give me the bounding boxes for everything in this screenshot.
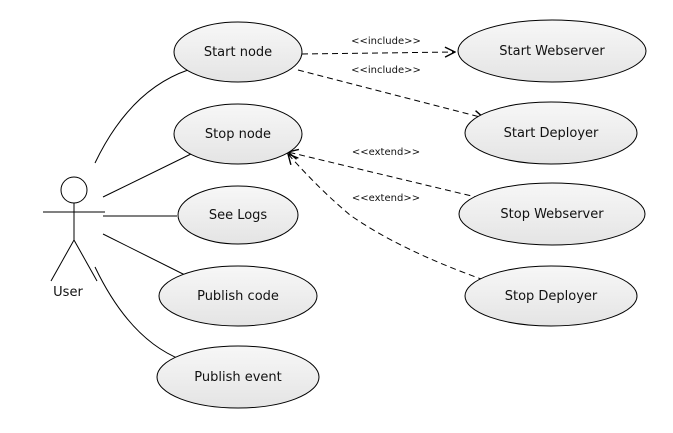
use-case-stop-deployer[interactable]: Stop Deployer <box>464 265 638 327</box>
use-case-label: See Logs <box>209 208 268 223</box>
actor-left-leg <box>50 239 75 282</box>
actor-head <box>60 176 88 204</box>
use-case-label: Start Webserver <box>499 44 605 59</box>
include-arrow-start-deployer <box>297 69 484 118</box>
include-label-2: <<include>> <box>351 65 421 76</box>
extend-arrow-stop-webserver <box>288 152 481 199</box>
use-case-label: Publish code <box>197 289 279 304</box>
association-stop-node <box>102 152 194 198</box>
use-case-stop-node[interactable]: Stop node <box>173 103 303 165</box>
actor-user[interactable]: User <box>43 176 105 300</box>
association-publish-code <box>102 233 188 277</box>
use-case-see-logs[interactable]: See Logs <box>177 185 299 245</box>
association-publish-event <box>94 266 183 361</box>
extend-arrow-stop-deployer <box>288 154 485 281</box>
extend-label-1: <<extend>> <box>352 147 420 158</box>
use-case-label: Stop Deployer <box>505 289 598 304</box>
use-case-label: Publish event <box>194 370 282 385</box>
use-case-label: Start node <box>204 45 272 60</box>
include-label-1: <<include>> <box>351 36 421 47</box>
use-case-label: Stop node <box>205 127 271 142</box>
use-case-start-webserver[interactable]: Start Webserver <box>457 19 647 83</box>
extend-label-2: <<extend>> <box>352 193 420 204</box>
use-case-start-node[interactable]: Start node <box>173 21 303 83</box>
actor-right-leg <box>73 239 98 282</box>
use-case-stop-webserver[interactable]: Stop Webserver <box>458 182 646 246</box>
association-start-node <box>94 69 189 164</box>
use-case-label: Stop Webserver <box>500 207 604 222</box>
use-case-publish-event[interactable]: Publish event <box>156 345 320 409</box>
use-case-publish-code[interactable]: Publish code <box>158 265 318 327</box>
use-case-label: Start Deployer <box>504 126 599 141</box>
actor-label: User <box>53 285 83 300</box>
include-arrow-start-webserver <box>301 52 455 54</box>
use-case-start-deployer[interactable]: Start Deployer <box>464 101 638 165</box>
